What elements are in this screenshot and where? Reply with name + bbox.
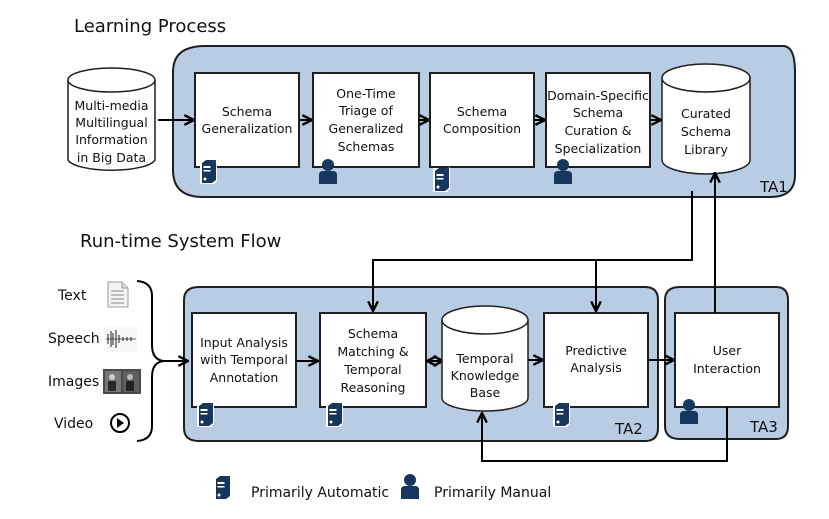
arrow-user-to-kb xyxy=(482,407,728,462)
temporal-knowledge-base-database: Temporal Knowledge Base xyxy=(441,305,529,412)
step-label: Triage of xyxy=(338,103,393,118)
step-label: Composition xyxy=(443,121,521,136)
kb-label: Temporal xyxy=(455,351,513,366)
input-speech-label: Speech xyxy=(48,331,100,347)
step-label: Domain-Specific xyxy=(547,88,649,103)
library-label: Library xyxy=(684,142,728,157)
learning-process-title: Learning Process xyxy=(74,16,226,37)
step-label: Schema xyxy=(348,326,398,341)
input-text-label: Text xyxy=(57,288,87,304)
step-label: Generalized xyxy=(329,121,404,136)
legend-automatic-label: Primarily Automatic xyxy=(251,485,389,501)
kb-label: Knowledge xyxy=(451,368,520,383)
library-label: Curated xyxy=(681,106,731,121)
step-label: Reasoning xyxy=(341,380,406,395)
photo-icon xyxy=(103,369,141,394)
ta2-label: TA2 xyxy=(614,420,643,438)
curated-schema-library-database: Curated Schema Library xyxy=(661,63,751,175)
kb-label: Base xyxy=(470,385,501,400)
source-line-3: Information xyxy=(75,132,147,147)
source-line-1: Multi-media xyxy=(75,98,149,113)
step-label: Matching & xyxy=(337,344,408,359)
step-label: Interaction xyxy=(693,361,761,376)
input-images-label: Images xyxy=(48,374,99,390)
step-label: Schema xyxy=(573,105,623,120)
input-video-label: Video xyxy=(54,416,93,432)
step-label: with Temporal xyxy=(200,352,288,367)
input-analysis-step: Input Analysis with Temporal Annotation xyxy=(191,312,297,427)
schema-matching-step: Schema Matching & Temporal Reasoning xyxy=(319,312,427,427)
library-label: Schema xyxy=(681,124,731,139)
step-label: Specialization xyxy=(555,141,642,156)
server-icon xyxy=(197,402,214,427)
step-label: Analysis xyxy=(570,360,622,375)
server-icon xyxy=(433,167,450,192)
big-data-source-database: Multi-media Multilingual Information in … xyxy=(67,67,156,171)
step-label: Curation & xyxy=(564,123,631,138)
legend-server-icon xyxy=(214,475,231,500)
ta3-label: TA3 xyxy=(749,418,778,436)
schema-generalization-step: Schema Generalization xyxy=(194,72,300,184)
server-icon xyxy=(200,159,217,184)
document-icon xyxy=(107,281,129,308)
source-line-2: Multilingual xyxy=(75,115,147,130)
runtime-flow-title: Run-time System Flow xyxy=(80,231,281,252)
server-icon xyxy=(326,402,343,427)
legend-manual-label: Primarily Manual xyxy=(434,485,551,501)
step-label: One-Time xyxy=(336,86,396,101)
step-label: Generalization xyxy=(202,121,293,136)
ta1-label: TA1 xyxy=(759,178,788,196)
waveform-icon xyxy=(104,326,137,352)
step-label: User xyxy=(713,343,742,358)
step-label: Temporal xyxy=(343,362,401,377)
legend: Primarily Automatic Primarily Manual xyxy=(214,474,551,501)
step-label: Input Analysis xyxy=(200,335,288,350)
predictive-analysis-step: Predictive Analysis xyxy=(543,312,649,427)
step-label: Schemas xyxy=(338,139,395,154)
legend-person-icon xyxy=(401,474,419,499)
domain-specific-curation-step: Domain-Specific Schema Curation & Specia… xyxy=(545,72,651,184)
triage-step: One-Time Triage of Generalized Schemas xyxy=(312,72,420,184)
step-label: Predictive xyxy=(565,343,627,358)
arrow-library-to-matching xyxy=(373,191,693,311)
step-label: Annotation xyxy=(210,370,279,385)
server-icon xyxy=(553,402,570,427)
input-modalities: Text Speech Images xyxy=(48,280,165,442)
play-icon xyxy=(110,413,130,433)
step-label: Schema xyxy=(222,104,272,119)
step-label: Schema xyxy=(457,104,507,119)
source-line-4: in Big Data xyxy=(77,150,146,165)
brace xyxy=(136,280,165,442)
